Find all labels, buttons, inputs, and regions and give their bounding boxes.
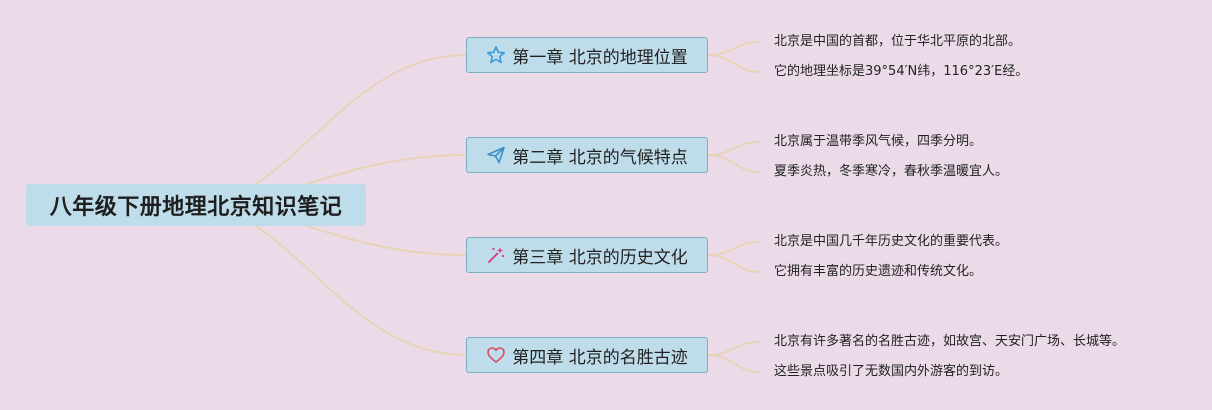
branch-chapter-1[interactable]: 第一章 北京的地理位置 <box>466 37 708 73</box>
branch-chapter-4[interactable]: 第四章 北京的名胜古迹 <box>466 337 708 373</box>
paper-plane-icon <box>486 145 506 165</box>
root-topic-label: 八年级下册地理北京知识笔记 <box>49 195 343 220</box>
connector-branch-1-to-note-2 <box>707 54 761 73</box>
note-1-2: 它的地理坐标是39°54′N纬，116°23′E经。 <box>774 64 1029 79</box>
branch-chapter-2[interactable]: 第二章 北京的气候特点 <box>466 137 708 173</box>
connector-branch-1-to-note-1 <box>707 41 761 56</box>
connector-branch-4-to-note-1 <box>707 341 761 356</box>
note-4-1: 北京有许多著名的名胜古迹，如故宫、天安门广场、长城等。 <box>774 334 1126 349</box>
branch-chapter-3[interactable]: 第三章 北京的历史文化 <box>466 237 708 273</box>
connector-branch-2-to-note-1 <box>707 141 761 156</box>
note-4-2: 这些景点吸引了无数国内外游客的到访。 <box>774 364 1009 379</box>
note-2-1: 北京属于温带季风气候，四季分明。 <box>774 134 983 149</box>
branch-label: 第一章 北京的地理位置 <box>512 47 688 68</box>
root-topic[interactable]: 八年级下册地理北京知识笔记 <box>26 184 366 226</box>
note-2-2: 夏季炎热，冬季寒冷，春秋季温暖宜人。 <box>774 164 1009 179</box>
connector-branch-3-to-note-2 <box>707 254 761 273</box>
connector-branch-3-to-note-1 <box>707 241 761 256</box>
branch-label: 第三章 北京的历史文化 <box>512 247 688 268</box>
star-icon <box>486 45 506 65</box>
magic-wand-icon <box>486 245 506 265</box>
note-3-1: 北京是中国几千年历史文化的重要代表。 <box>774 234 1009 249</box>
branch-label: 第二章 北京的气候特点 <box>512 147 688 168</box>
note-1-1: 北京是中国的首都，位于华北平原的北部。 <box>774 34 1022 49</box>
heart-icon <box>486 345 506 365</box>
connector-root-to-branch-4 <box>199 204 467 356</box>
connector-root-to-branch-1 <box>199 54 467 206</box>
note-3-2: 它拥有丰富的历史遗迹和传统文化。 <box>774 264 983 279</box>
branch-label: 第四章 北京的名胜古迹 <box>512 347 688 368</box>
connector-branch-4-to-note-2 <box>707 354 761 373</box>
connector-branch-2-to-note-2 <box>707 154 761 173</box>
